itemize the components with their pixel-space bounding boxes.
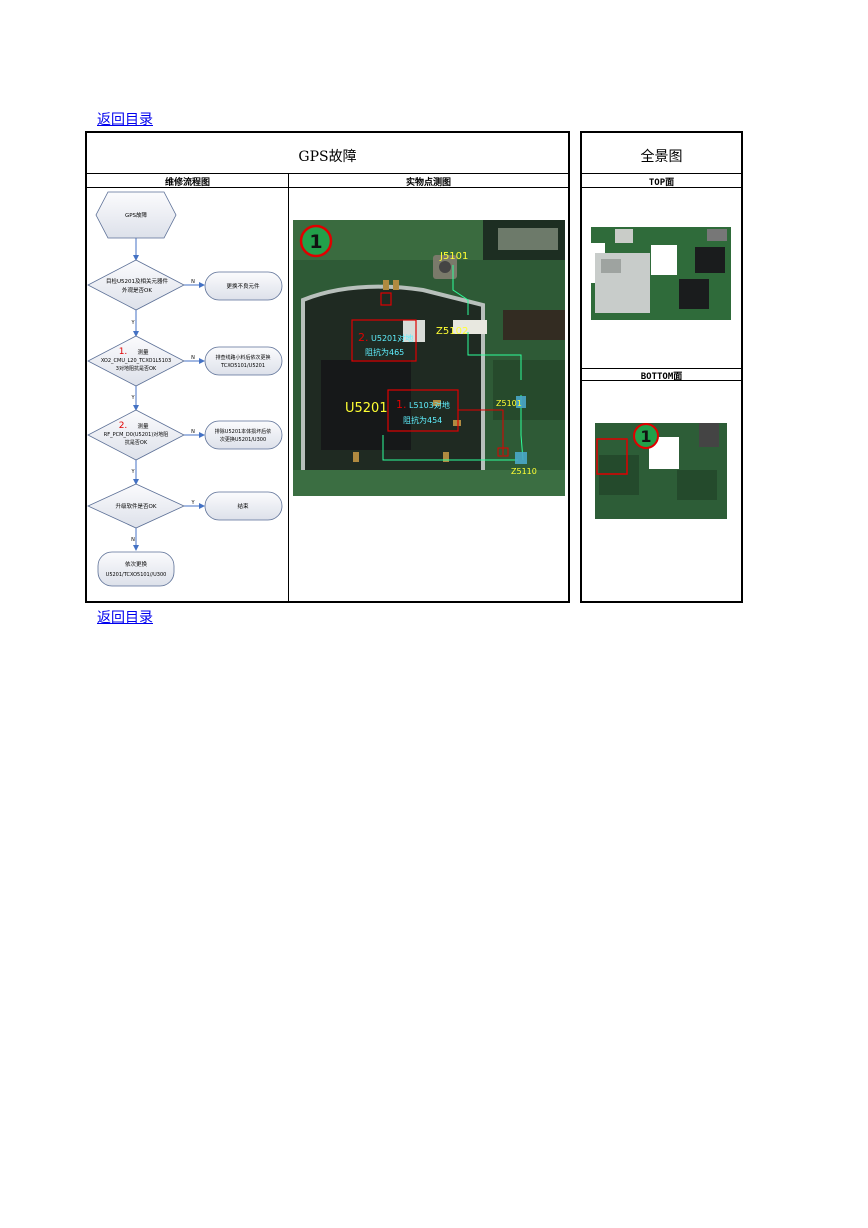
top-side-header: TOP面 — [648, 178, 675, 188]
flow-start-text: GPS故障 — [125, 211, 148, 219]
flow-step2-num: 1. — [119, 347, 128, 357]
flow-step2-line2: XO2_CMU_L20_TCXO1L5103 — [101, 358, 171, 364]
flow-step1-line1: 目检U5201及相关元器件 — [106, 277, 169, 285]
flow-step3-line2: RF_PCM_D0(U5201)对地阻 — [104, 431, 169, 438]
flow-decision-3 — [87, 409, 185, 461]
photo-header: 实物点测图 — [405, 178, 451, 188]
flow-start-shape — [95, 191, 177, 239]
flow-decision-2 — [87, 335, 185, 387]
note1-line1: L5103对地 — [409, 400, 450, 410]
flow-step4-text: 升级软件是否OK — [116, 502, 157, 510]
note1-num: 1. — [396, 398, 407, 411]
flow-step1-line2: 外观是否OK — [122, 286, 152, 294]
pcb-measurement-photo: 1 J5101 Z5102 U5201 Z5101 Z5110 2. U5201… — [293, 220, 565, 496]
label-u5201: U5201 — [345, 401, 388, 416]
flow-step2-action-line2: TCXO5101/U5201 — [220, 363, 265, 369]
overview-title: 全景图 — [640, 149, 683, 165]
flow-decision-1 — [87, 259, 185, 311]
note2-line2: 阻抗为465 — [365, 347, 404, 357]
flow-action-2 — [204, 346, 283, 376]
gps-fault-panel: GPS故障 维修流程图 实物点测图 — [85, 131, 570, 603]
note2-line1: U5201对地 — [371, 333, 413, 343]
flow-end-line1: 依次更换 — [125, 560, 148, 568]
back-to-index-link-bottom[interactable]: 返回目录 — [97, 610, 153, 626]
flow-action-4 — [204, 491, 283, 521]
flow-step3-action-line1: 排除U5201本体损坏后依 — [215, 428, 271, 435]
flow-label-y-3: Y — [130, 469, 135, 475]
label-z5110: Z5110 — [511, 467, 537, 476]
flow-step1-action: 更换不良元件 — [226, 282, 260, 290]
flow-label-y-4: Y — [190, 500, 195, 506]
flow-label-n-3: N — [191, 429, 195, 435]
top-side-board-image — [591, 227, 731, 320]
flow-label-n-2: N — [191, 355, 195, 361]
overview-badge-1: 1 — [640, 427, 651, 446]
flow-step3-line1: 测量 — [137, 422, 149, 430]
flow-label-y-1: Y — [130, 320, 135, 326]
flow-step4-action: 结束 — [237, 502, 249, 510]
note2-num: 2. — [358, 331, 369, 344]
overview-panel: 全景图 TOP面 BOTTOM面 1 — [580, 131, 743, 603]
flow-step2-line3: 3对地阻抗是否OK — [116, 365, 157, 372]
flow-end-line2: U5201/TCXO5101//U300 — [106, 572, 167, 578]
flow-action-1 — [204, 271, 283, 301]
bottom-side-board-image: 1 — [595, 423, 727, 519]
flow-label-n-1: N — [191, 279, 195, 285]
label-z5102: Z5102 — [436, 326, 468, 337]
flow-step3-num: 2. — [119, 421, 128, 431]
panel-title: GPS故障 — [298, 149, 357, 165]
flow-label-y-2: Y — [130, 395, 135, 401]
flow-decision-4 — [87, 483, 185, 529]
flow-label-n-4: N — [131, 537, 135, 543]
flowchart-header: 维修流程图 — [164, 178, 210, 188]
repair-flowchart: GPS故障 目检U5201及相关元器件 外观是否OK 更换不良元件 1. 测量 … — [87, 191, 283, 587]
note1-line2: 阻抗为454 — [403, 415, 442, 425]
flow-step2-line1: 测量 — [137, 348, 149, 356]
back-to-index-link-top[interactable]: 返回目录 — [97, 112, 153, 128]
photo-badge-1: 1 — [309, 231, 322, 253]
label-z5101: Z5101 — [496, 399, 522, 408]
flow-step3-action-line2: 次更换U5201/U300 — [220, 436, 266, 443]
flow-step2-action-line1: 排查线路小料后依次更换 — [215, 354, 270, 361]
flow-step3-line3: 抗是否OK — [125, 439, 148, 446]
label-j5101: J5101 — [439, 251, 468, 262]
bottom-side-header: BOTTOM面 — [640, 372, 683, 382]
flow-action-3 — [204, 420, 283, 450]
flow-end-shape — [97, 551, 175, 587]
